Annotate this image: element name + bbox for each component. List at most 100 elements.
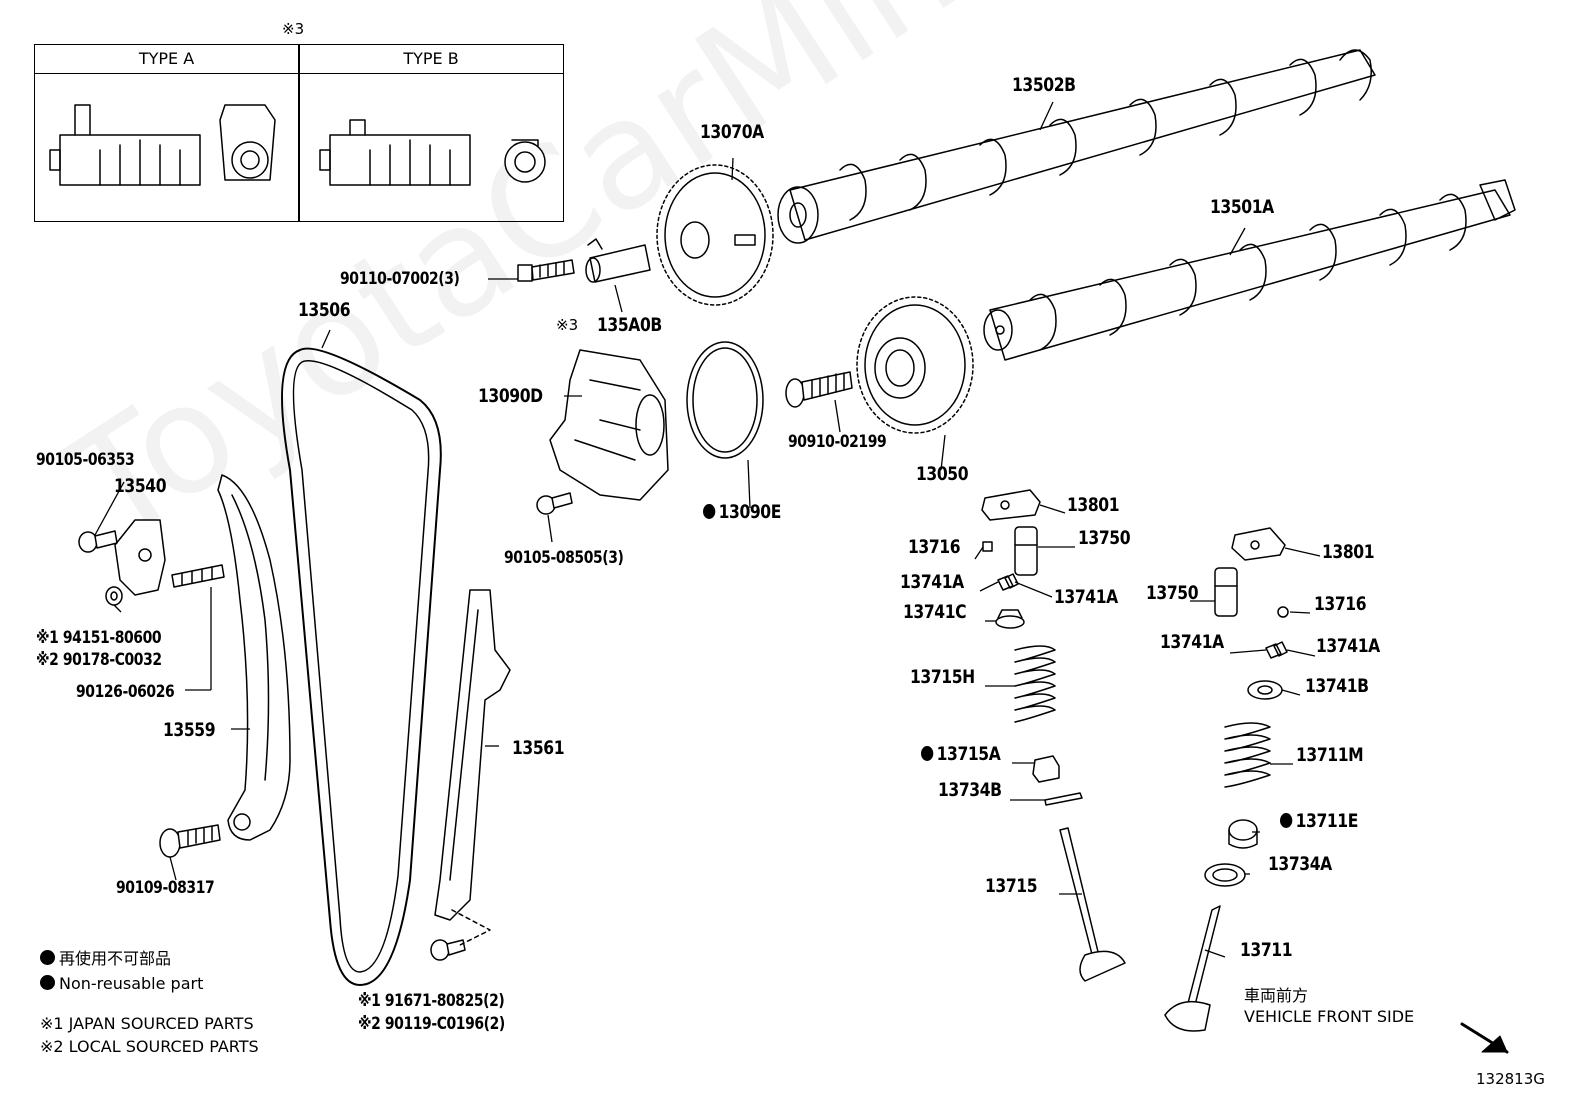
part-label-13741a-c[interactable]: 13741A [1160, 631, 1224, 653]
part-label-13741a-a[interactable]: 13741A [900, 571, 964, 593]
part-label-13715a[interactable]: 13715A [921, 743, 1001, 765]
valve-seal-13711e-icon [1228, 819, 1258, 849]
gasket-13090e-icon [686, 341, 764, 459]
bolt-90110-icon [517, 259, 575, 282]
part-label-94151[interactable]: ※1 94151-80600 [36, 628, 162, 648]
part-label-90119[interactable]: ※2 90119-C0196(2) [358, 1014, 505, 1034]
part-label-13711[interactable]: 13711 [1240, 939, 1293, 961]
legend-nonreusable-en: Non-reusable part [40, 975, 203, 992]
part-label-13715[interactable]: 13715 [985, 875, 1038, 897]
shim-13734b-icon [1044, 792, 1083, 806]
part-label-13715a-text: 13715A [936, 743, 1001, 765]
bolt-90910-icon [785, 371, 853, 408]
part-label-13716-b[interactable]: 13716 [1314, 593, 1367, 615]
timing-chain-13506-icon [281, 347, 442, 986]
part-label-13540[interactable]: 13540 [114, 475, 167, 497]
ocv-135a0b-icon [585, 238, 651, 283]
direction-label-jp: 車両前方 [1244, 986, 1309, 1005]
part-label-13801-b[interactable]: 13801 [1322, 541, 1375, 563]
part-label-13090e-text: 13090E [718, 501, 782, 523]
rocker-arm-13801-b-icon [1231, 527, 1286, 561]
part-label-13090e[interactable]: 13090E [703, 503, 781, 522]
type-box-mark: ※3 [282, 20, 305, 38]
part-label-13050[interactable]: 13050 [916, 463, 969, 485]
retainer-13741c-icon [995, 609, 1025, 629]
retainer-13741b-icon [1247, 680, 1283, 700]
bolt-90105-08505-icon [536, 492, 573, 515]
nonreusable-dot-icon [40, 950, 55, 965]
nut-94151-icon [105, 586, 123, 606]
part-label-13750-a[interactable]: 13750 [1078, 527, 1131, 549]
part-label-90910[interactable]: 90910-02199 [788, 432, 887, 452]
cam-sprocket-13070a-icon [656, 164, 774, 306]
valve-cap-13716-b-icon [1277, 606, 1289, 618]
valve-cap-13716-a-icon [982, 541, 993, 552]
part-label-13750-b[interactable]: 13750 [1146, 582, 1199, 604]
type-a-solenoid-icon [49, 104, 201, 186]
type-a-header: TYPE A [35, 45, 299, 74]
direction-label-en: VEHICLE FRONT SIDE [1244, 1007, 1415, 1026]
washer-13734a-icon [1204, 863, 1246, 887]
type-b-header: TYPE B [299, 45, 563, 74]
part-label-90126[interactable]: 90126-06026 [76, 682, 175, 702]
stud-90126-icon [171, 564, 225, 588]
part-label-13502b[interactable]: 13502B [1012, 74, 1076, 96]
chain-guide-13559-icon [217, 474, 291, 841]
part-label-13741a-b[interactable]: 13741A [1054, 586, 1118, 608]
part-label-13734b[interactable]: 13734B [938, 779, 1002, 801]
nonreusable-dot-icon [40, 975, 55, 990]
part-label-13070a[interactable]: 13070A [700, 121, 764, 143]
camshaft-13501a-icon [983, 179, 1516, 361]
part-label-90105-08505[interactable]: 90105-08505(3) [504, 548, 624, 568]
part-label-90109[interactable]: 90109-08317 [116, 878, 215, 898]
legend-nonreusable-en-text: Non-reusable part [59, 974, 204, 993]
part-label-13741c[interactable]: 13741C [903, 601, 967, 623]
lash-adjuster-13750-b-icon [1214, 567, 1238, 617]
legend-note-local: ※2 LOCAL SOURCED PARTS [40, 1037, 259, 1056]
part-label-90178[interactable]: ※2 90178-C0032 [36, 650, 162, 670]
part-label-91671[interactable]: ※1 91671-80825(2) [358, 991, 505, 1011]
legend-note-japan: ※1 JAPAN SOURCED PARTS [40, 1014, 254, 1033]
part-label-13734a[interactable]: 13734A [1268, 853, 1332, 875]
type-divider [298, 45, 300, 221]
valve-spring-13715h-icon [1014, 645, 1056, 723]
lash-adjuster-13750-a-icon [1014, 526, 1038, 576]
timing-cover-13090d-icon [549, 349, 669, 501]
part-label-13715h[interactable]: 13715H [910, 666, 975, 688]
part-label-13501a[interactable]: 13501A [1210, 196, 1274, 218]
camshaft-13502b-icon [777, 49, 1376, 244]
bolt-90109-icon [159, 824, 221, 858]
retainer-lock-13741a-b-icon [1265, 641, 1288, 659]
part-label-13506[interactable]: 13506 [298, 299, 351, 321]
valve-13711-icon [1164, 905, 1221, 1032]
valve-seal-13715a-icon [1032, 755, 1060, 783]
valve-13715-icon [1059, 827, 1126, 982]
legend-nonreusable-jp: 再使用不可部品 [40, 950, 171, 967]
type-b-ring-icon [504, 139, 546, 183]
part-label-13741a-d[interactable]: 13741A [1316, 635, 1380, 657]
nonreusable-dot-icon [1280, 813, 1293, 828]
part-label-13801-a[interactable]: 13801 [1067, 494, 1120, 516]
retainer-lock-13741a-a-icon [997, 573, 1019, 591]
part-label-13716-a[interactable]: 13716 [908, 536, 961, 558]
legend-nonreusable-jp-text: 再使用不可部品 [59, 949, 172, 968]
tensioner-13540-icon [114, 519, 166, 596]
cam-sprocket-13050-icon [856, 296, 974, 434]
chain-damper-13561-icon [434, 589, 511, 921]
part-label-90105-06353[interactable]: 90105-06353 [36, 450, 135, 470]
part-label-13711m[interactable]: 13711M [1296, 744, 1364, 766]
valve-spring-13711m-icon [1224, 722, 1271, 788]
part-mark-135a0b: ※3 [556, 316, 579, 334]
part-label-135a0b[interactable]: 135A0B [597, 314, 662, 336]
diagram-id: 132813G [1476, 1070, 1545, 1088]
part-label-13711e-text: 13711E [1295, 810, 1359, 832]
front-direction-arrow-icon [1460, 1022, 1509, 1054]
part-label-13741b[interactable]: 13741B [1305, 675, 1369, 697]
part-label-13559[interactable]: 13559 [163, 719, 216, 741]
part-label-13711e[interactable]: 13711E [1280, 812, 1358, 831]
part-label-13090d[interactable]: 13090D [478, 385, 543, 407]
type-a-bracket-icon [219, 104, 276, 181]
part-label-90110[interactable]: 90110-07002(3) [340, 269, 460, 289]
part-label-13561[interactable]: 13561 [512, 737, 565, 759]
